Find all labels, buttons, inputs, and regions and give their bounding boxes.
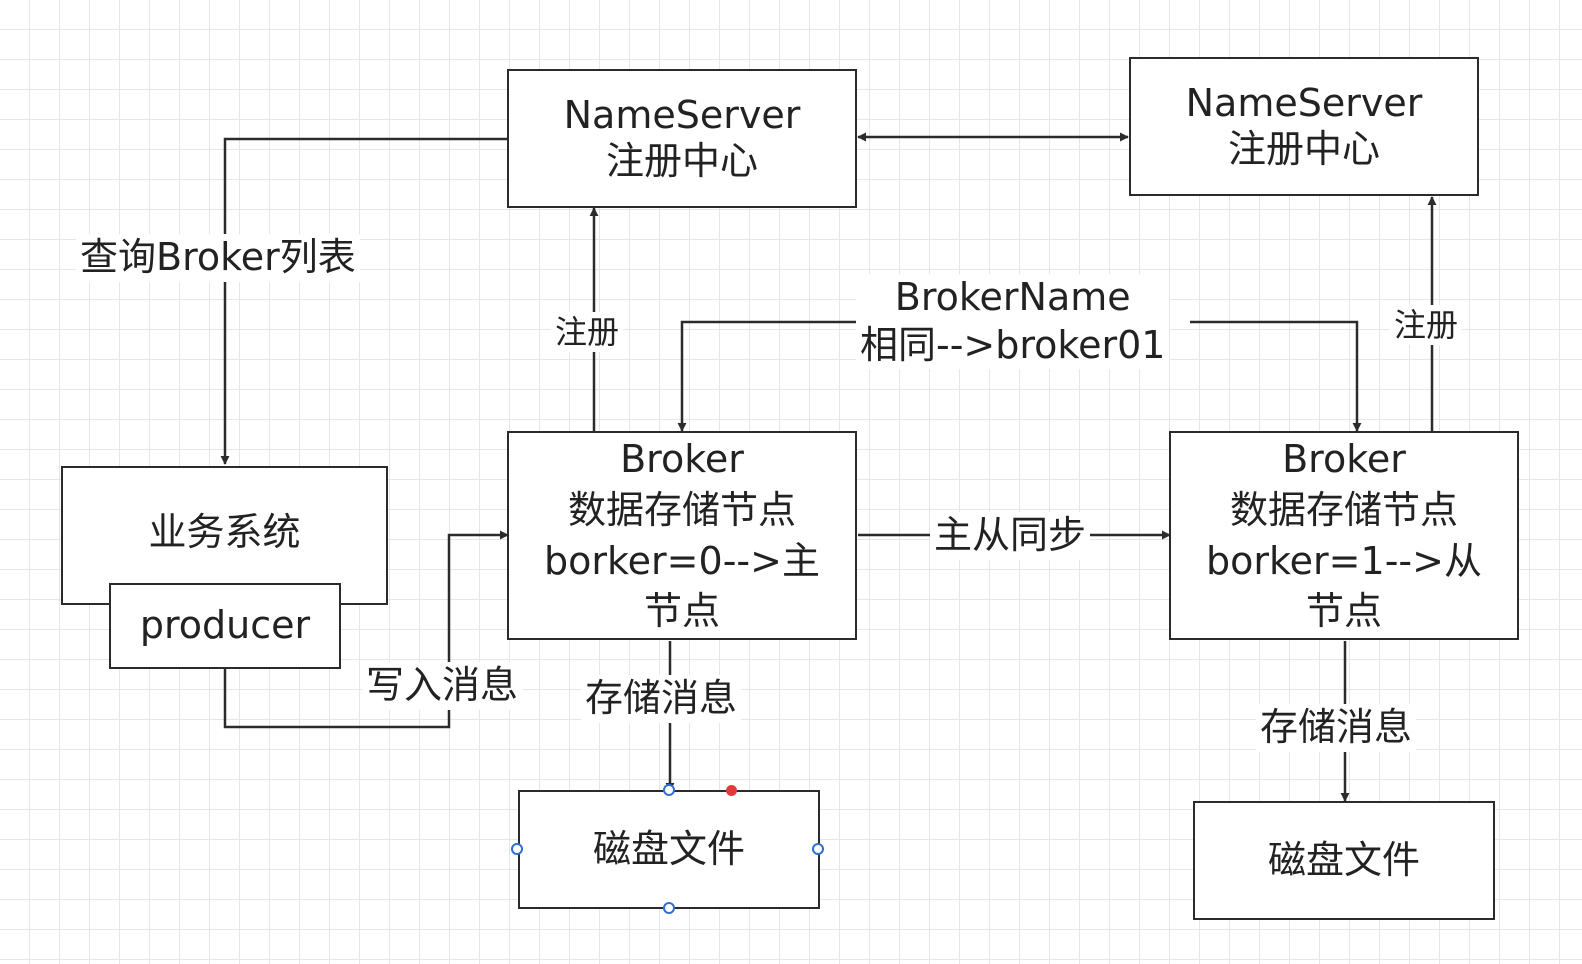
resize-handle-right[interactable] <box>812 843 824 855</box>
broker-slave-role: borker=1-->从 <box>1206 538 1482 583</box>
nameserver-left-subtitle: 注册中心 <box>605 138 758 183</box>
edge-label-register-right: 注册 <box>1390 305 1463 345</box>
edge-label-master-slave-sync: 主从同步 <box>930 512 1091 560</box>
producer-label: producer <box>139 603 311 648</box>
disk-file-left-box[interactable]: 磁盘文件 <box>518 790 820 909</box>
edge-broker-name-left[interactable] <box>677 320 860 432</box>
rotate-handle[interactable] <box>726 785 737 796</box>
broker-master-desc: 数据存储节点 <box>567 487 796 532</box>
edge-label-register-left: 注册 <box>551 312 624 352</box>
broker-master-role: borker=0-->主 <box>544 538 820 583</box>
broker-slave-desc: 数据存储节点 <box>1229 487 1458 532</box>
edge-broker-name-right[interactable] <box>1190 320 1362 432</box>
edge-label-query-broker-list: 查询Broker列表 <box>76 234 360 282</box>
resize-handle-left[interactable] <box>511 843 523 855</box>
edge-label-store-message-left: 存储消息 <box>581 675 742 723</box>
nameserver-left-box[interactable]: NameServer 注册中心 <box>507 69 857 208</box>
broker-slave-title: Broker <box>1282 436 1406 481</box>
resize-handle-bottom[interactable] <box>663 902 675 914</box>
nameserver-right-title: NameServer <box>1185 80 1423 125</box>
broker-slave-box[interactable]: Broker 数据存储节点 borker=1-->从 节点 <box>1169 431 1519 640</box>
edge-label-broker-name-line1: BrokerName <box>894 275 1131 319</box>
broker-slave-role-cont: 节点 <box>1305 589 1382 634</box>
nameserver-left-title: NameServer <box>563 92 801 137</box>
nameserver-right-subtitle: 注册中心 <box>1227 126 1380 171</box>
edge-label-broker-name: BrokerName 相同-->broker01 <box>856 274 1170 369</box>
edge-query-broker-list[interactable] <box>220 137 508 465</box>
edge-label-broker-name-line2: 相同-->broker01 <box>860 322 1166 367</box>
disk-file-right-label: 磁盘文件 <box>1267 837 1420 882</box>
broker-master-box[interactable]: Broker 数据存储节点 borker=0-->主 节点 <box>507 431 857 640</box>
disk-file-right-box[interactable]: 磁盘文件 <box>1193 801 1495 920</box>
resize-handle-top[interactable] <box>663 784 675 796</box>
edge-label-store-message-right: 存储消息 <box>1256 704 1417 752</box>
disk-file-left-label: 磁盘文件 <box>592 826 745 871</box>
producer-box[interactable]: producer <box>109 583 341 669</box>
broker-master-role-cont: 节点 <box>643 589 720 634</box>
nameserver-right-box[interactable]: NameServer 注册中心 <box>1129 57 1479 196</box>
edge-label-write-message: 写入消息 <box>362 662 523 710</box>
broker-master-title: Broker <box>620 436 744 481</box>
business-system-label: 业务系统 <box>148 510 301 554</box>
edge-write-message[interactable] <box>223 530 509 729</box>
